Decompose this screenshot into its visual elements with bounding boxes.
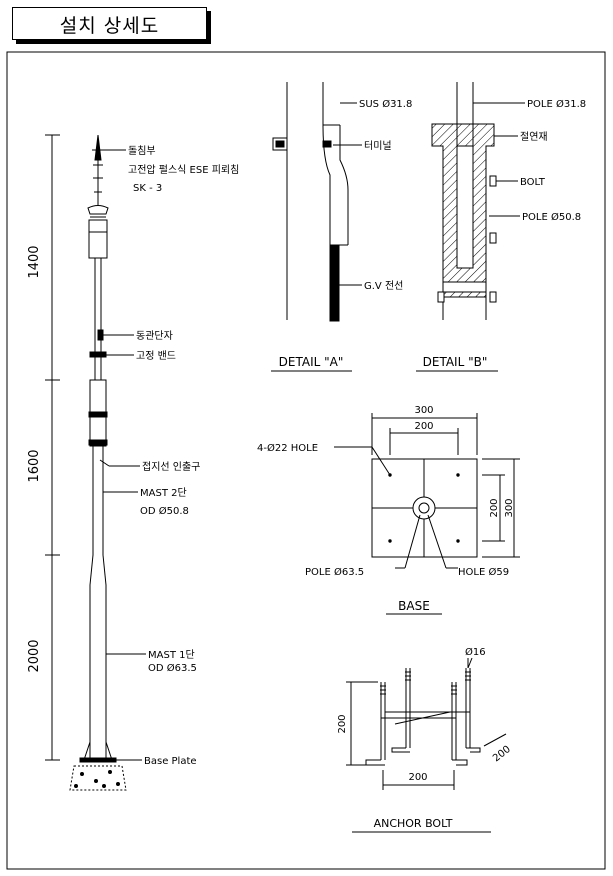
ese-head: [87, 205, 109, 215]
label-rod-model: SK - 3: [133, 183, 162, 194]
label-connector: 동관단자: [136, 330, 173, 342]
base-plate-drawing: [334, 413, 520, 569]
base-hole59: HOLE Ø59: [458, 566, 509, 578]
label-mast1-name: MAST 1단: [148, 649, 195, 661]
label-sus: SUS Ø31.8: [359, 98, 412, 110]
detail-b-drawing: [431, 82, 525, 320]
label-pole-bottom: POLE Ø50.8: [522, 211, 581, 223]
label-insulation: 절연재: [520, 130, 548, 143]
pole-assembly: [69, 134, 127, 791]
base-dim-300-side: 300: [504, 498, 515, 517]
label-mast2-name: MAST 2단: [140, 487, 187, 499]
label-mast1-od: OD Ø63.5: [148, 662, 197, 674]
anchor-title: ANCHOR BOLT: [374, 817, 453, 830]
label-pole-top: POLE Ø31.8: [527, 98, 586, 110]
anchor-bolt-drawing: [346, 657, 507, 790]
gv-cable: [329, 244, 340, 322]
detail-a-title: DETAIL "A": [279, 355, 344, 369]
insulation-hatch: [431, 123, 495, 283]
detail-b-title: DETAIL "B": [423, 355, 488, 369]
label-band: 고정 밴드: [136, 350, 176, 362]
pole-leaders: [103, 149, 146, 761]
base-dim-200-side: 200: [489, 498, 500, 517]
dim-1600: 1600: [27, 449, 42, 482]
base-hole-label: 4-Ø22 HOLE: [257, 442, 318, 454]
label-gv: G.V 전선: [364, 280, 403, 292]
page-title: 설치 상세도: [59, 15, 160, 37]
dim-1400: 1400: [27, 245, 42, 278]
label-terminal: 터미널: [364, 140, 392, 152]
label-base-plate: Base Plate: [144, 756, 197, 767]
title-box: 설치 상세도: [12, 7, 207, 40]
base-title: BASE: [398, 599, 430, 613]
label-mast2-od: OD Ø50.8: [140, 505, 189, 517]
anchor-dia: Ø16: [465, 646, 486, 658]
detail-a-drawing: [272, 82, 362, 322]
anchor-dim-h: 200: [337, 714, 348, 733]
anchor-dim-w: 200: [408, 772, 427, 783]
ese-body: [88, 219, 108, 259]
label-bolt: BOLT: [520, 177, 546, 188]
label-ground-outlet: 접지선 인출구: [142, 461, 200, 473]
drawing-frame: [6, 51, 606, 870]
base-pole-label: POLE Ø63.5: [305, 566, 364, 578]
rod-tip: [94, 134, 102, 161]
base-dim-200-top: 200: [414, 421, 433, 432]
anchor-dim-diag: 200: [491, 744, 513, 764]
base-dim-300-top: 300: [414, 405, 433, 416]
pole-dimension: [45, 134, 60, 761]
dim-2000: 2000: [27, 639, 42, 672]
concrete-base: [69, 765, 127, 791]
label-rod-desc: 고전압 펄스식 ESE 피뢰침: [128, 163, 239, 176]
label-rod-head: 돌침부: [128, 145, 156, 157]
